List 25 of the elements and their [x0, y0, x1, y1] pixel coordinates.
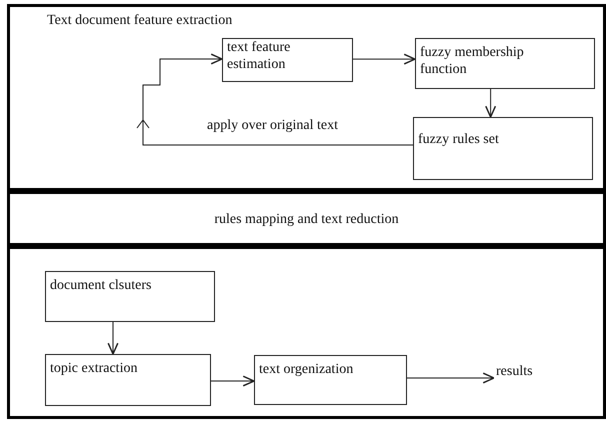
- process-box: [415, 38, 595, 89]
- box-label: text feature estimation: [227, 40, 292, 74]
- box-label: fuzzy membership function: [420, 45, 525, 79]
- output-label: results: [496, 364, 533, 381]
- process-box: [413, 117, 593, 180]
- process-box: [254, 355, 407, 405]
- panel-heading: Text document feature extraction: [47, 13, 232, 30]
- process-box: [45, 271, 215, 322]
- process-box: [222, 38, 353, 82]
- stage-band: [7, 191, 606, 246]
- arrow: [210, 376, 255, 387]
- box-label: document clsuters: [50, 278, 152, 295]
- stage-title: rules mapping and text reduction: [213, 212, 400, 229]
- arrow: [485, 88, 496, 118]
- panel: [7, 246, 606, 419]
- box-label: text orgenization: [259, 362, 354, 379]
- panel: [7, 4, 606, 191]
- arrow: [406, 372, 495, 384]
- box-label: fuzzy rules set: [418, 132, 500, 149]
- arrow: [142, 53, 414, 146]
- process-box: [45, 354, 211, 406]
- arrow: [107, 322, 119, 355]
- arrow: [352, 54, 416, 65]
- box-label: topic extraction: [50, 361, 138, 378]
- edge-label: apply over original text: [205, 118, 340, 134]
